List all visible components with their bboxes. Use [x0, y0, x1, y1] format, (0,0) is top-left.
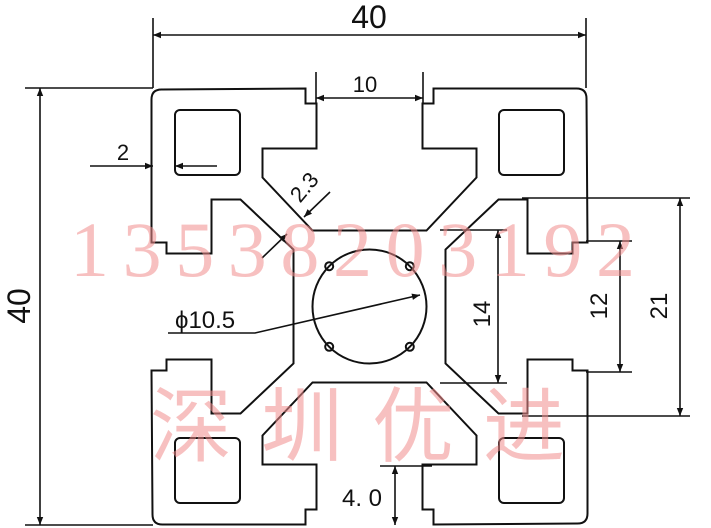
bore-notch	[324, 261, 335, 272]
dimension-lines	[25, 18, 690, 526]
profile-outer-contour	[150, 87, 589, 526]
dim-lip-thickness: 2	[117, 140, 129, 165]
dim-web-thickness: 2.3	[285, 167, 324, 207]
dim-center-bore: ϕ10.5	[175, 307, 235, 334]
watermark-phone: 13538203192	[70, 206, 635, 293]
center-bore	[311, 248, 428, 365]
dim-slot-opening: 10	[353, 72, 377, 97]
dim-slot-lip-depth: 4. 0	[342, 485, 382, 512]
bore-notch	[404, 341, 415, 352]
watermark-company: 深圳优进	[150, 382, 565, 473]
dim-overall-width: 40	[351, 0, 387, 35]
corner-hole	[174, 109, 241, 176]
corner-hole	[174, 437, 241, 504]
bore-notch	[324, 341, 335, 352]
corner-hole	[498, 437, 565, 504]
profile-outline	[150, 87, 589, 526]
dim-overall-height: 40	[1, 288, 37, 324]
dim-core-width: 14	[469, 301, 496, 328]
dim-slot-depth: 21	[646, 293, 673, 320]
corner-hole	[498, 109, 565, 176]
dim-slot-inner: 12	[586, 293, 613, 320]
bore-notch	[404, 261, 415, 272]
